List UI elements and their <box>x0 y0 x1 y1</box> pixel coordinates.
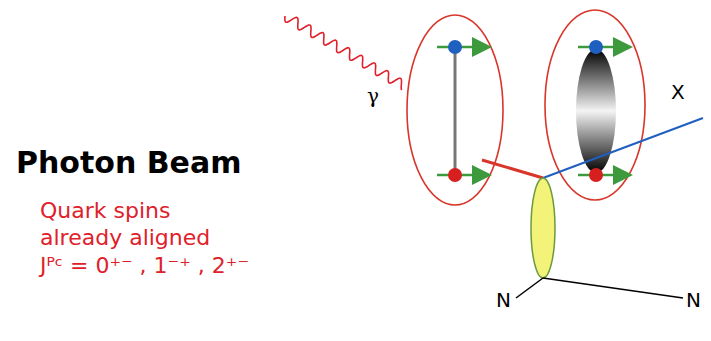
particle-label: X <box>671 80 685 104</box>
note-text: Quark spins already aligned <box>40 197 240 251</box>
nucleon-line <box>543 278 683 298</box>
virtual-meson-line <box>482 160 543 178</box>
quark-dot <box>448 40 462 54</box>
photon-wave <box>285 16 402 90</box>
beam-title: Photon Beam <box>16 146 241 180</box>
photon-symbol: γ <box>367 84 379 108</box>
photon-ellipse <box>407 15 503 205</box>
exchange-ellipse <box>531 178 555 278</box>
antiquark-dot <box>589 168 603 182</box>
nucleon-line <box>516 278 543 298</box>
quark-link <box>454 47 457 175</box>
antiquark-dot <box>448 168 462 182</box>
quantum-numbers: Jᴾᶜ = 0⁺⁻ , 1⁻⁺ , 2⁺⁻ <box>40 252 249 279</box>
particle-label: N <box>686 288 701 312</box>
quark-dot <box>589 40 603 54</box>
outgoing-x-line <box>543 118 703 178</box>
flux-tube <box>576 49 616 173</box>
particle-label: N <box>496 288 511 312</box>
